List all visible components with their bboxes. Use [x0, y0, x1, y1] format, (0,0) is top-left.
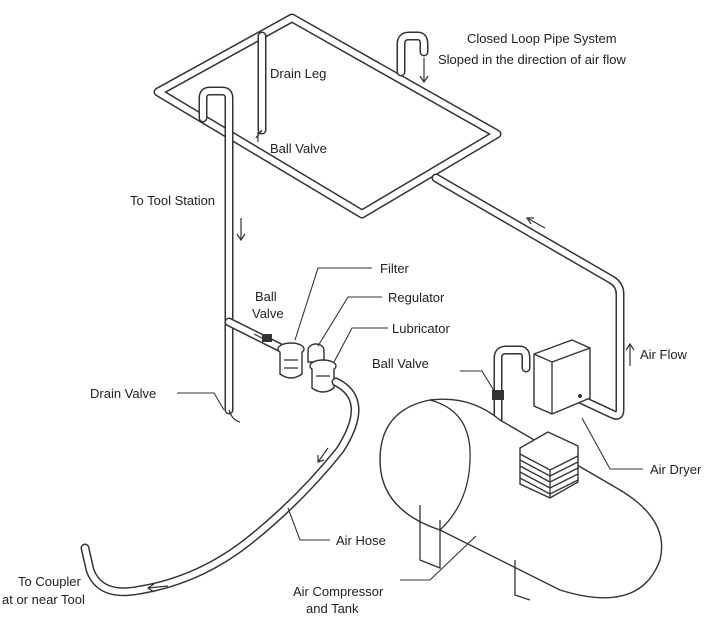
- regulator-icon: [307, 343, 325, 363]
- ball-valve-mid-label1: Ball: [255, 289, 277, 304]
- compressor-label1: Air Compressor: [293, 584, 384, 599]
- ball-valve-right-icon: [492, 390, 504, 400]
- air-compressor-tank: [379, 398, 663, 601]
- air-dryer-unit: [533, 339, 591, 415]
- ball-valve-right-label: Ball Valve: [372, 356, 429, 371]
- drain-valve-label: Drain Valve: [90, 386, 156, 401]
- air-hose-label: Air Hose: [336, 533, 386, 548]
- regulator-label: Regulator: [388, 290, 445, 305]
- frl-unit: [262, 334, 337, 393]
- top-riser-pipe: [396, 31, 429, 77]
- air-flow-label: Air Flow: [640, 347, 688, 362]
- filter-icon: [277, 342, 305, 379]
- closed-loop-pipe: [153, 13, 502, 219]
- drain-leg-label: Drain Leg: [270, 66, 326, 81]
- flow-arrows: [146, 58, 635, 593]
- filter-label: Filter: [380, 261, 410, 276]
- air-hose: [80, 377, 360, 597]
- dryer-supply-pipe: [431, 173, 625, 420]
- compressor-riser: [493, 345, 531, 455]
- to-coupler-label2: at or near Tool: [2, 592, 85, 607]
- to-tool-station-label: To Tool Station: [130, 193, 215, 208]
- lubricator-icon: [309, 359, 337, 393]
- to-coupler-label1: To Coupler: [18, 574, 82, 589]
- leader-lines: [177, 132, 643, 581]
- title-line2: Sloped in the direction of air flow: [438, 52, 626, 67]
- compressor-label2: and Tank: [306, 601, 359, 616]
- air-dryer-label: Air Dryer: [650, 462, 702, 477]
- compressor-fins: [519, 431, 579, 499]
- lubricator-label: Lubricator: [392, 321, 450, 336]
- title-line1: Closed Loop Pipe System: [467, 31, 617, 46]
- drain-leg-pipe: [255, 31, 267, 139]
- ball-valve-top-label: Ball Valve: [270, 141, 327, 156]
- ball-valve-mid-label2: Valve: [252, 306, 284, 321]
- ball-valve-mid-icon: [262, 334, 272, 342]
- tool-station-riser: [198, 86, 241, 423]
